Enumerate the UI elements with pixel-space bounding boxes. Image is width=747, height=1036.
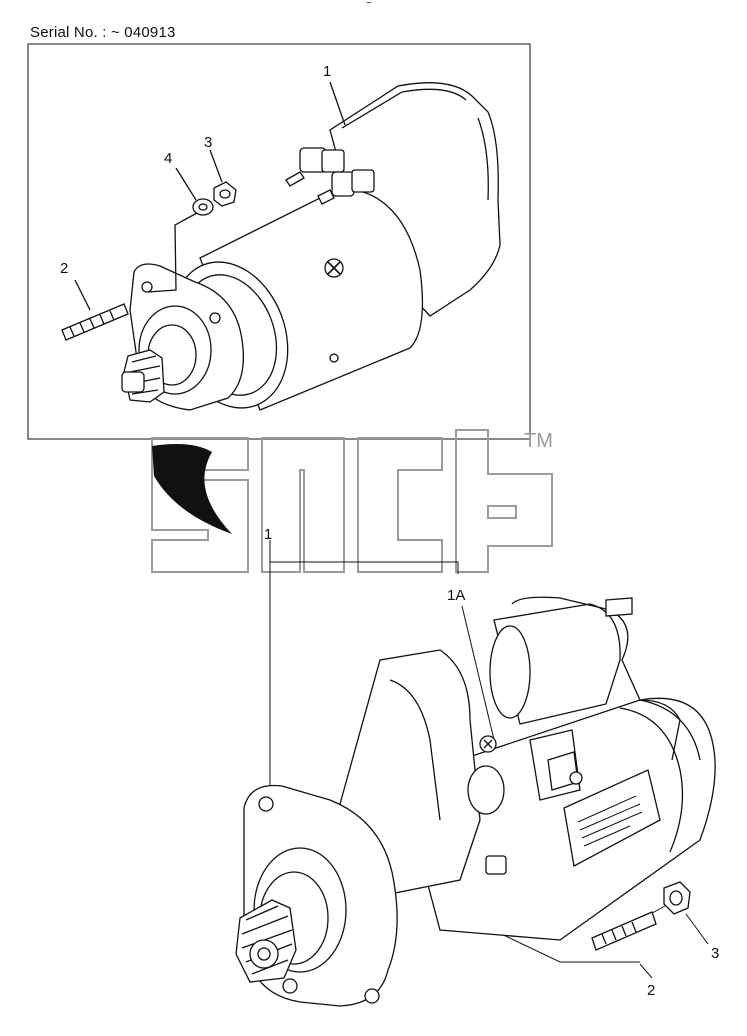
callout-top-4: 4 xyxy=(164,150,173,167)
lower-starter-motor xyxy=(235,596,716,1007)
callout-top-3: 3 xyxy=(204,134,213,151)
watermark-swoosh xyxy=(152,444,232,534)
callout-top-2: 2 xyxy=(60,260,69,277)
callout-top-1: 1 xyxy=(323,63,332,80)
callout-bottom-1a: 1A xyxy=(447,587,466,604)
callout-bottom-1: 1 xyxy=(264,526,273,543)
upper-hardware xyxy=(61,149,237,341)
callout-bottom-2: 2 xyxy=(647,982,656,999)
watermark-logo xyxy=(151,429,553,573)
callout-bottom-3: 3 xyxy=(711,945,720,962)
upper-starter-motor xyxy=(121,81,501,411)
serial-number: Serial No. : ~ 040913 xyxy=(30,24,176,41)
lower-hardware xyxy=(591,881,691,951)
top-mark: ~ xyxy=(366,0,372,9)
trademark-symbol: TM xyxy=(524,430,553,452)
